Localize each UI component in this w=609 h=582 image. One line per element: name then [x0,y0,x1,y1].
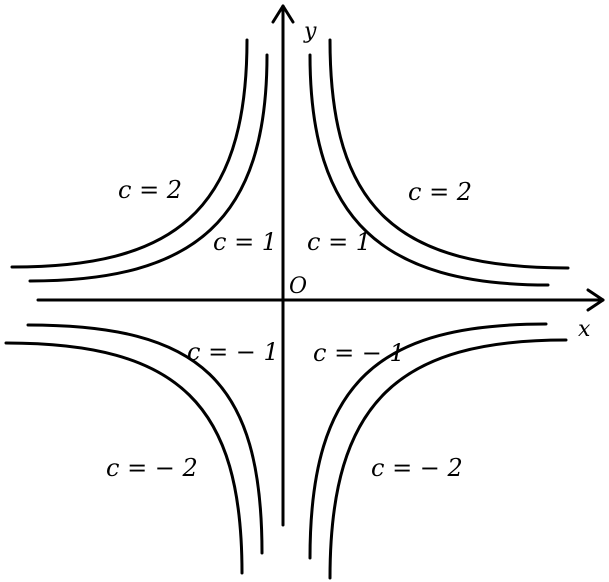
y-axis-arrowhead [271,4,295,24]
curve-label-cm2-lr: c = − 2 [371,454,463,482]
curve-cm2-lower-left [4,341,244,575]
curve-cm1-lower-right [308,322,548,560]
x-axis-arrowhead [586,288,605,312]
curve-label-c2-ur: c = 2 [408,178,472,206]
curve-label-cm1-ll: c = − 1 [187,338,279,366]
curve-c2-upper-right [328,38,570,270]
curve-c2-upper-left [10,38,249,269]
curve-label-c1-ur: c = 1 [307,228,371,256]
origin-label: O [289,274,307,299]
x-axis-label: x [578,317,591,342]
curve-cm2-lower-right [328,338,568,580]
curve-cm1-lower-left [26,323,264,555]
curve-label-cm2-ll: c = − 2 [106,454,198,482]
curve-label-cm1-lr: c = − 1 [313,339,405,367]
curve-label-c2-ul: c = 2 [118,176,182,204]
y-axis-label: y [303,19,317,44]
curve-label-c1-ul: c = 1 [213,228,277,256]
curve-c1-upper-left [28,53,269,283]
curve-c1-upper-right [308,53,550,287]
